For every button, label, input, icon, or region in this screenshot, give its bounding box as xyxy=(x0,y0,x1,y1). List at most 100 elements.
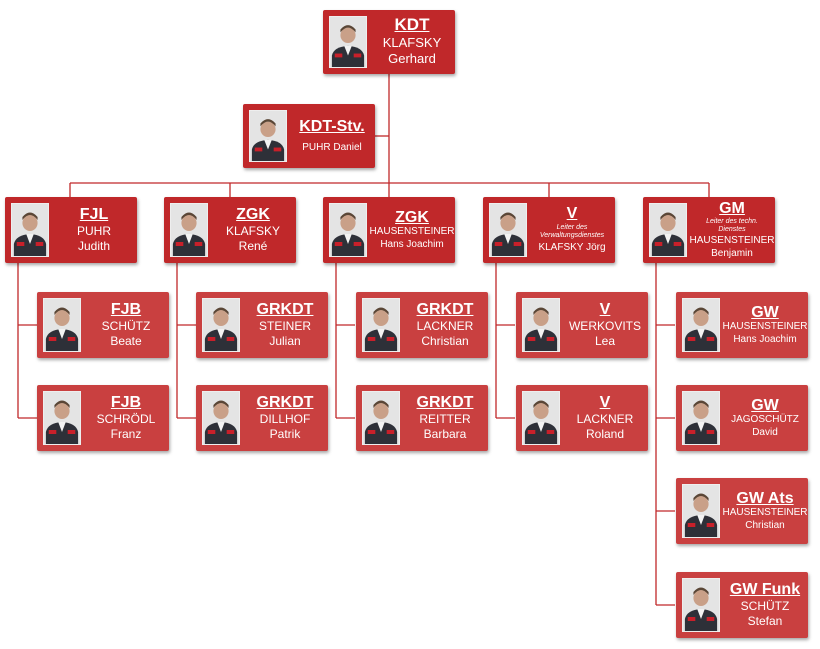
person-name-line-2: Julian xyxy=(269,333,301,348)
person-name-line-1: PUHR xyxy=(76,223,111,238)
portrait-photo xyxy=(682,578,720,632)
portrait-photo xyxy=(329,16,367,68)
portrait-photo xyxy=(202,391,240,445)
person-name-line-1: STEINER xyxy=(258,318,311,333)
card-member: V WERKOVITS Lea xyxy=(516,292,648,358)
person-name-line-1: SCHRÖDL xyxy=(96,411,156,426)
person-name-line-1: LACKNER xyxy=(576,411,634,426)
person-name-line-2: David xyxy=(752,426,778,438)
card-info: FJL PUHR Judith xyxy=(55,200,133,260)
card-info: KDT KLAFSKY Gerhard xyxy=(373,13,451,71)
portrait-photo xyxy=(43,391,81,445)
person-name-line-1: DILLHOF xyxy=(259,411,311,426)
card-member: FJB SCHÜTZ Beate xyxy=(37,292,169,358)
card-info: V WERKOVITS Lea xyxy=(566,295,644,355)
person-name-line-2: Lea xyxy=(594,333,616,348)
role-title: GRKDT xyxy=(416,301,474,319)
person-name-line-1: JAGOSCHÜTZ xyxy=(731,414,799,426)
role-title: GW Ats xyxy=(736,489,794,507)
person-name-line-2: Stefan xyxy=(747,613,783,628)
portrait-photo xyxy=(489,203,527,257)
role-title: GRKDT xyxy=(416,394,474,412)
card-branch-head-4: V Leiter des Verwaltungsdienstes KLAFSKY… xyxy=(483,197,615,263)
person-name-line-2: Barbara xyxy=(423,426,467,441)
card-info: GRKDT STEINER Julian xyxy=(246,295,324,355)
person-name-line-1: HAUSENSTEINER xyxy=(722,507,808,519)
person-name-line-1: WERKOVITS xyxy=(568,318,641,333)
card-info: FJB SCHÜTZ Beate xyxy=(87,295,165,355)
portrait-photo xyxy=(682,298,720,352)
portrait-photo xyxy=(202,298,240,352)
role-title: GRKDT xyxy=(256,301,314,319)
card-info: V LACKNER Roland xyxy=(566,388,644,448)
role-title: ZGK xyxy=(236,206,270,224)
person-name-line-2: René xyxy=(238,238,268,253)
portrait-photo xyxy=(522,391,560,445)
card-member: GRKDT STEINER Julian xyxy=(196,292,328,358)
person-name-line-2: Franz xyxy=(110,426,142,441)
person-name-line-2: Roland xyxy=(585,426,625,441)
card-info: GM Leiter des techn. Dienstes HAUSENSTEI… xyxy=(690,199,775,260)
person-name-line-1: KLAFSKY xyxy=(225,223,281,238)
role-title: V xyxy=(566,205,578,223)
person-name-line-1: HAUSENSTEINER xyxy=(369,226,455,238)
card-info: GW HAUSENSTEINER Hans Joachim xyxy=(723,295,808,355)
card-member: GRKDT DILLHOF Patrik xyxy=(196,385,328,451)
person-name-line-2: Gerhard xyxy=(388,51,436,67)
role-title: ZGK xyxy=(395,208,429,226)
card-info: ZGK KLAFSKY René xyxy=(214,200,292,260)
portrait-photo xyxy=(11,203,49,257)
portrait-photo xyxy=(329,203,367,257)
portrait-photo xyxy=(362,298,400,352)
person-name-line-2: Judith xyxy=(77,238,111,253)
person-name-line-1: REITTER xyxy=(419,411,471,426)
card-member: GW JAGOSCHÜTZ David xyxy=(676,385,808,451)
card-info: GRKDT LACKNER Christian xyxy=(406,295,484,355)
role-title: KDT-Stv. xyxy=(299,117,365,135)
card-member: GW Ats HAUSENSTEINER Christian xyxy=(676,478,808,544)
card-info: ZGK HAUSENSTEINER Hans Joachim xyxy=(370,200,455,260)
person-name-line-2: Hans Joachim xyxy=(380,238,444,250)
card-info: FJB SCHRÖDL Franz xyxy=(87,388,165,448)
person-name-line-2: Christian xyxy=(745,519,785,531)
role-title: V xyxy=(599,301,611,319)
portrait-photo xyxy=(682,484,720,538)
card-info: GW Ats HAUSENSTEINER Christian xyxy=(723,481,808,541)
person-name-line-1: SCHÜTZ xyxy=(101,318,151,333)
card-member: GRKDT REITTER Barbara xyxy=(356,385,488,451)
card-info: GRKDT REITTER Barbara xyxy=(406,388,484,448)
card-member: GRKDT LACKNER Christian xyxy=(356,292,488,358)
card-branch-head-1: FJL PUHR Judith xyxy=(5,197,137,263)
card-deputy: KDT-Stv. PUHR Daniel xyxy=(243,104,375,168)
role-title: FJB xyxy=(110,394,142,412)
card-info: V Leiter des Verwaltungsdienstes KLAFSKY… xyxy=(533,200,611,260)
card-member: GW Funk SCHÜTZ Stefan xyxy=(676,572,808,638)
card-branch-head-5: GM Leiter des techn. Dienstes HAUSENSTEI… xyxy=(643,197,775,263)
person-name-line-2: Benjamin xyxy=(711,247,753,259)
person-name-line-2: Patrik xyxy=(269,426,301,441)
card-commander: KDT KLAFSKY Gerhard xyxy=(323,10,455,74)
role-title: GW Funk xyxy=(729,581,801,599)
person-name-line-1: HAUSENSTEINER xyxy=(689,235,775,247)
portrait-photo xyxy=(170,203,208,257)
card-info: GW JAGOSCHÜTZ David xyxy=(726,388,804,448)
card-info: KDT-Stv. PUHR Daniel xyxy=(293,107,371,165)
person-name-line-1: PUHR Daniel xyxy=(302,141,362,153)
card-member: GW HAUSENSTEINER Hans Joachim xyxy=(676,292,808,358)
card-info: GRKDT DILLHOF Patrik xyxy=(246,388,324,448)
card-member: FJB SCHRÖDL Franz xyxy=(37,385,169,451)
card-info: GW Funk SCHÜTZ Stefan xyxy=(726,575,804,635)
portrait-photo xyxy=(43,298,81,352)
role-title: KDT xyxy=(394,15,430,35)
role-title: GW xyxy=(751,303,779,321)
role-subtitle: Leiter des Verwaltungsdienstes xyxy=(539,223,605,239)
role-title: GM xyxy=(719,199,745,217)
portrait-photo xyxy=(522,298,560,352)
portrait-photo xyxy=(649,203,687,257)
person-name-line-2: Christian xyxy=(421,333,469,348)
person-name-line-1: KLAFSKY Jörg xyxy=(538,242,606,254)
card-branch-head-3: ZGK HAUSENSTEINER Hans Joachim xyxy=(323,197,455,263)
person-name-line-2: Hans Joachim xyxy=(733,333,797,345)
